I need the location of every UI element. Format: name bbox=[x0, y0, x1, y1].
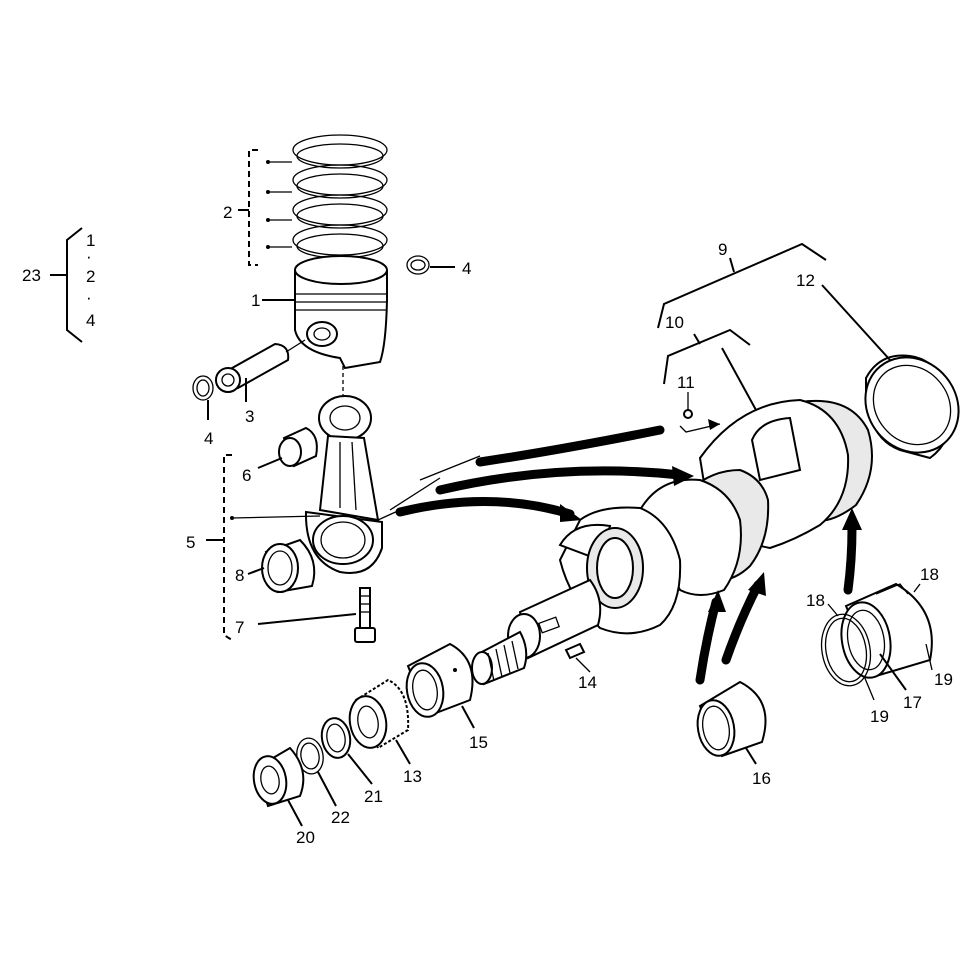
big-end-bearing bbox=[261, 538, 316, 594]
callout-9: 9 bbox=[718, 240, 727, 259]
kit-item-sep-1: · bbox=[86, 247, 92, 266]
piston bbox=[294, 255, 388, 370]
kit-item-2: 2 bbox=[86, 267, 95, 286]
seal-20 bbox=[252, 746, 305, 808]
callout-4-upper: 4 bbox=[462, 259, 471, 278]
callout-19-right: 19 bbox=[934, 670, 953, 689]
kit-item-1: 1 bbox=[86, 231, 95, 250]
connecting-rod bbox=[304, 395, 383, 574]
callout-3: 3 bbox=[245, 407, 254, 426]
callout-20: 20 bbox=[296, 828, 315, 847]
callout-15: 15 bbox=[469, 733, 488, 752]
assembly-arrows bbox=[377, 425, 862, 685]
front-bearing-15 bbox=[405, 642, 474, 718]
callout-18-right: 18 bbox=[920, 565, 939, 584]
rod-bolt bbox=[354, 587, 376, 643]
callout-10: 10 bbox=[665, 313, 684, 332]
callout-13: 13 bbox=[403, 767, 422, 786]
wrist-pin bbox=[215, 339, 306, 393]
callout-1: 1 bbox=[251, 291, 260, 310]
callout-7: 7 bbox=[235, 618, 244, 637]
callout-11: 11 bbox=[677, 373, 695, 392]
callout-2: 2 bbox=[223, 203, 232, 222]
ring-bracket bbox=[248, 149, 258, 266]
callout-6: 6 bbox=[242, 466, 251, 485]
circlip-lower bbox=[192, 375, 214, 401]
callout-12: 12 bbox=[796, 271, 815, 290]
callout-19-left: 19 bbox=[870, 707, 889, 726]
callout-17: 17 bbox=[903, 693, 922, 712]
kit-item-sep-2: · bbox=[86, 288, 92, 307]
kit-item-4: 4 bbox=[86, 311, 95, 330]
main-bearing-16 bbox=[696, 680, 767, 758]
callout-14: 14 bbox=[578, 673, 597, 692]
callout-21: 21 bbox=[364, 787, 383, 806]
callout-8: 8 bbox=[235, 566, 244, 585]
kit-bracket-23: 23 1 · 2 · 4 bbox=[22, 227, 95, 343]
crank-gear-13 bbox=[348, 678, 410, 750]
small-end-bushing bbox=[278, 426, 318, 468]
woodruff-key bbox=[564, 642, 586, 660]
callout-22: 22 bbox=[331, 808, 350, 827]
oil-plug bbox=[679, 392, 721, 433]
callout-labels: 1 2 3 4 4 5 6 7 8 9 10 11 12 13 14 15 16… bbox=[186, 203, 953, 847]
callout-18-left: 18 bbox=[806, 591, 825, 610]
circlip-upper bbox=[406, 255, 430, 275]
callout-4-lower: 4 bbox=[204, 429, 213, 448]
callout-16: 16 bbox=[752, 769, 771, 788]
kit-label: 23 bbox=[22, 266, 41, 285]
washer-21 bbox=[320, 717, 352, 759]
callout-5: 5 bbox=[186, 533, 195, 552]
main-bearing-12 bbox=[864, 354, 960, 460]
piston-rings bbox=[266, 134, 388, 259]
crankshaft bbox=[471, 398, 873, 686]
main-bearing-17 bbox=[820, 582, 933, 687]
